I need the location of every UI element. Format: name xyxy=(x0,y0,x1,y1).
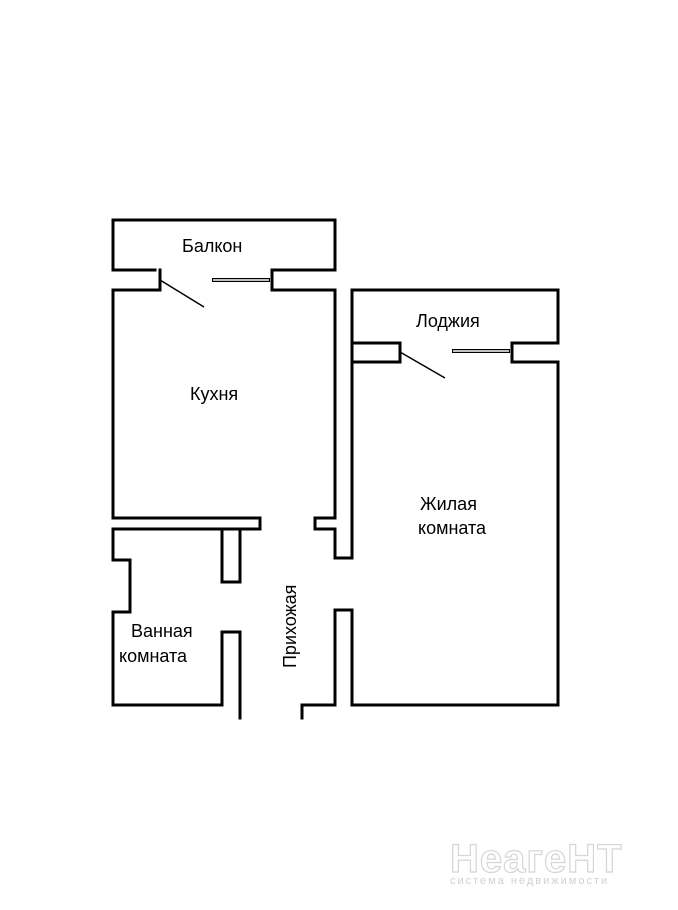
balcony-left-jamb xyxy=(111,268,162,292)
kitchen-balcony-door xyxy=(159,279,205,308)
label-balcony: Балкон xyxy=(182,236,242,256)
balcony-walls xyxy=(111,218,337,292)
label-hallway: Прихожая xyxy=(280,585,300,668)
kitchen-right-wall xyxy=(313,288,354,560)
label-living-room-line1: Жилая xyxy=(420,494,477,514)
label-living-room-line2: комната xyxy=(418,518,487,538)
label-loggia: Лоджия xyxy=(416,311,480,331)
watermark-tagline: система недвижимости xyxy=(450,875,609,887)
label-kitchen: Кухня xyxy=(190,384,238,404)
loggia-left-jamb xyxy=(350,341,402,364)
kitchen-left-wall xyxy=(111,288,262,531)
bathroom-walls xyxy=(111,527,242,720)
bathroom-partition xyxy=(220,527,242,584)
living-loggia-door xyxy=(399,351,446,379)
label-bathroom-line2: комната xyxy=(119,646,188,666)
label-bathroom-line1: Ванная xyxy=(131,621,193,641)
living-room-walls xyxy=(300,288,560,720)
watermark-logo: НеагеНТ xyxy=(450,837,623,881)
